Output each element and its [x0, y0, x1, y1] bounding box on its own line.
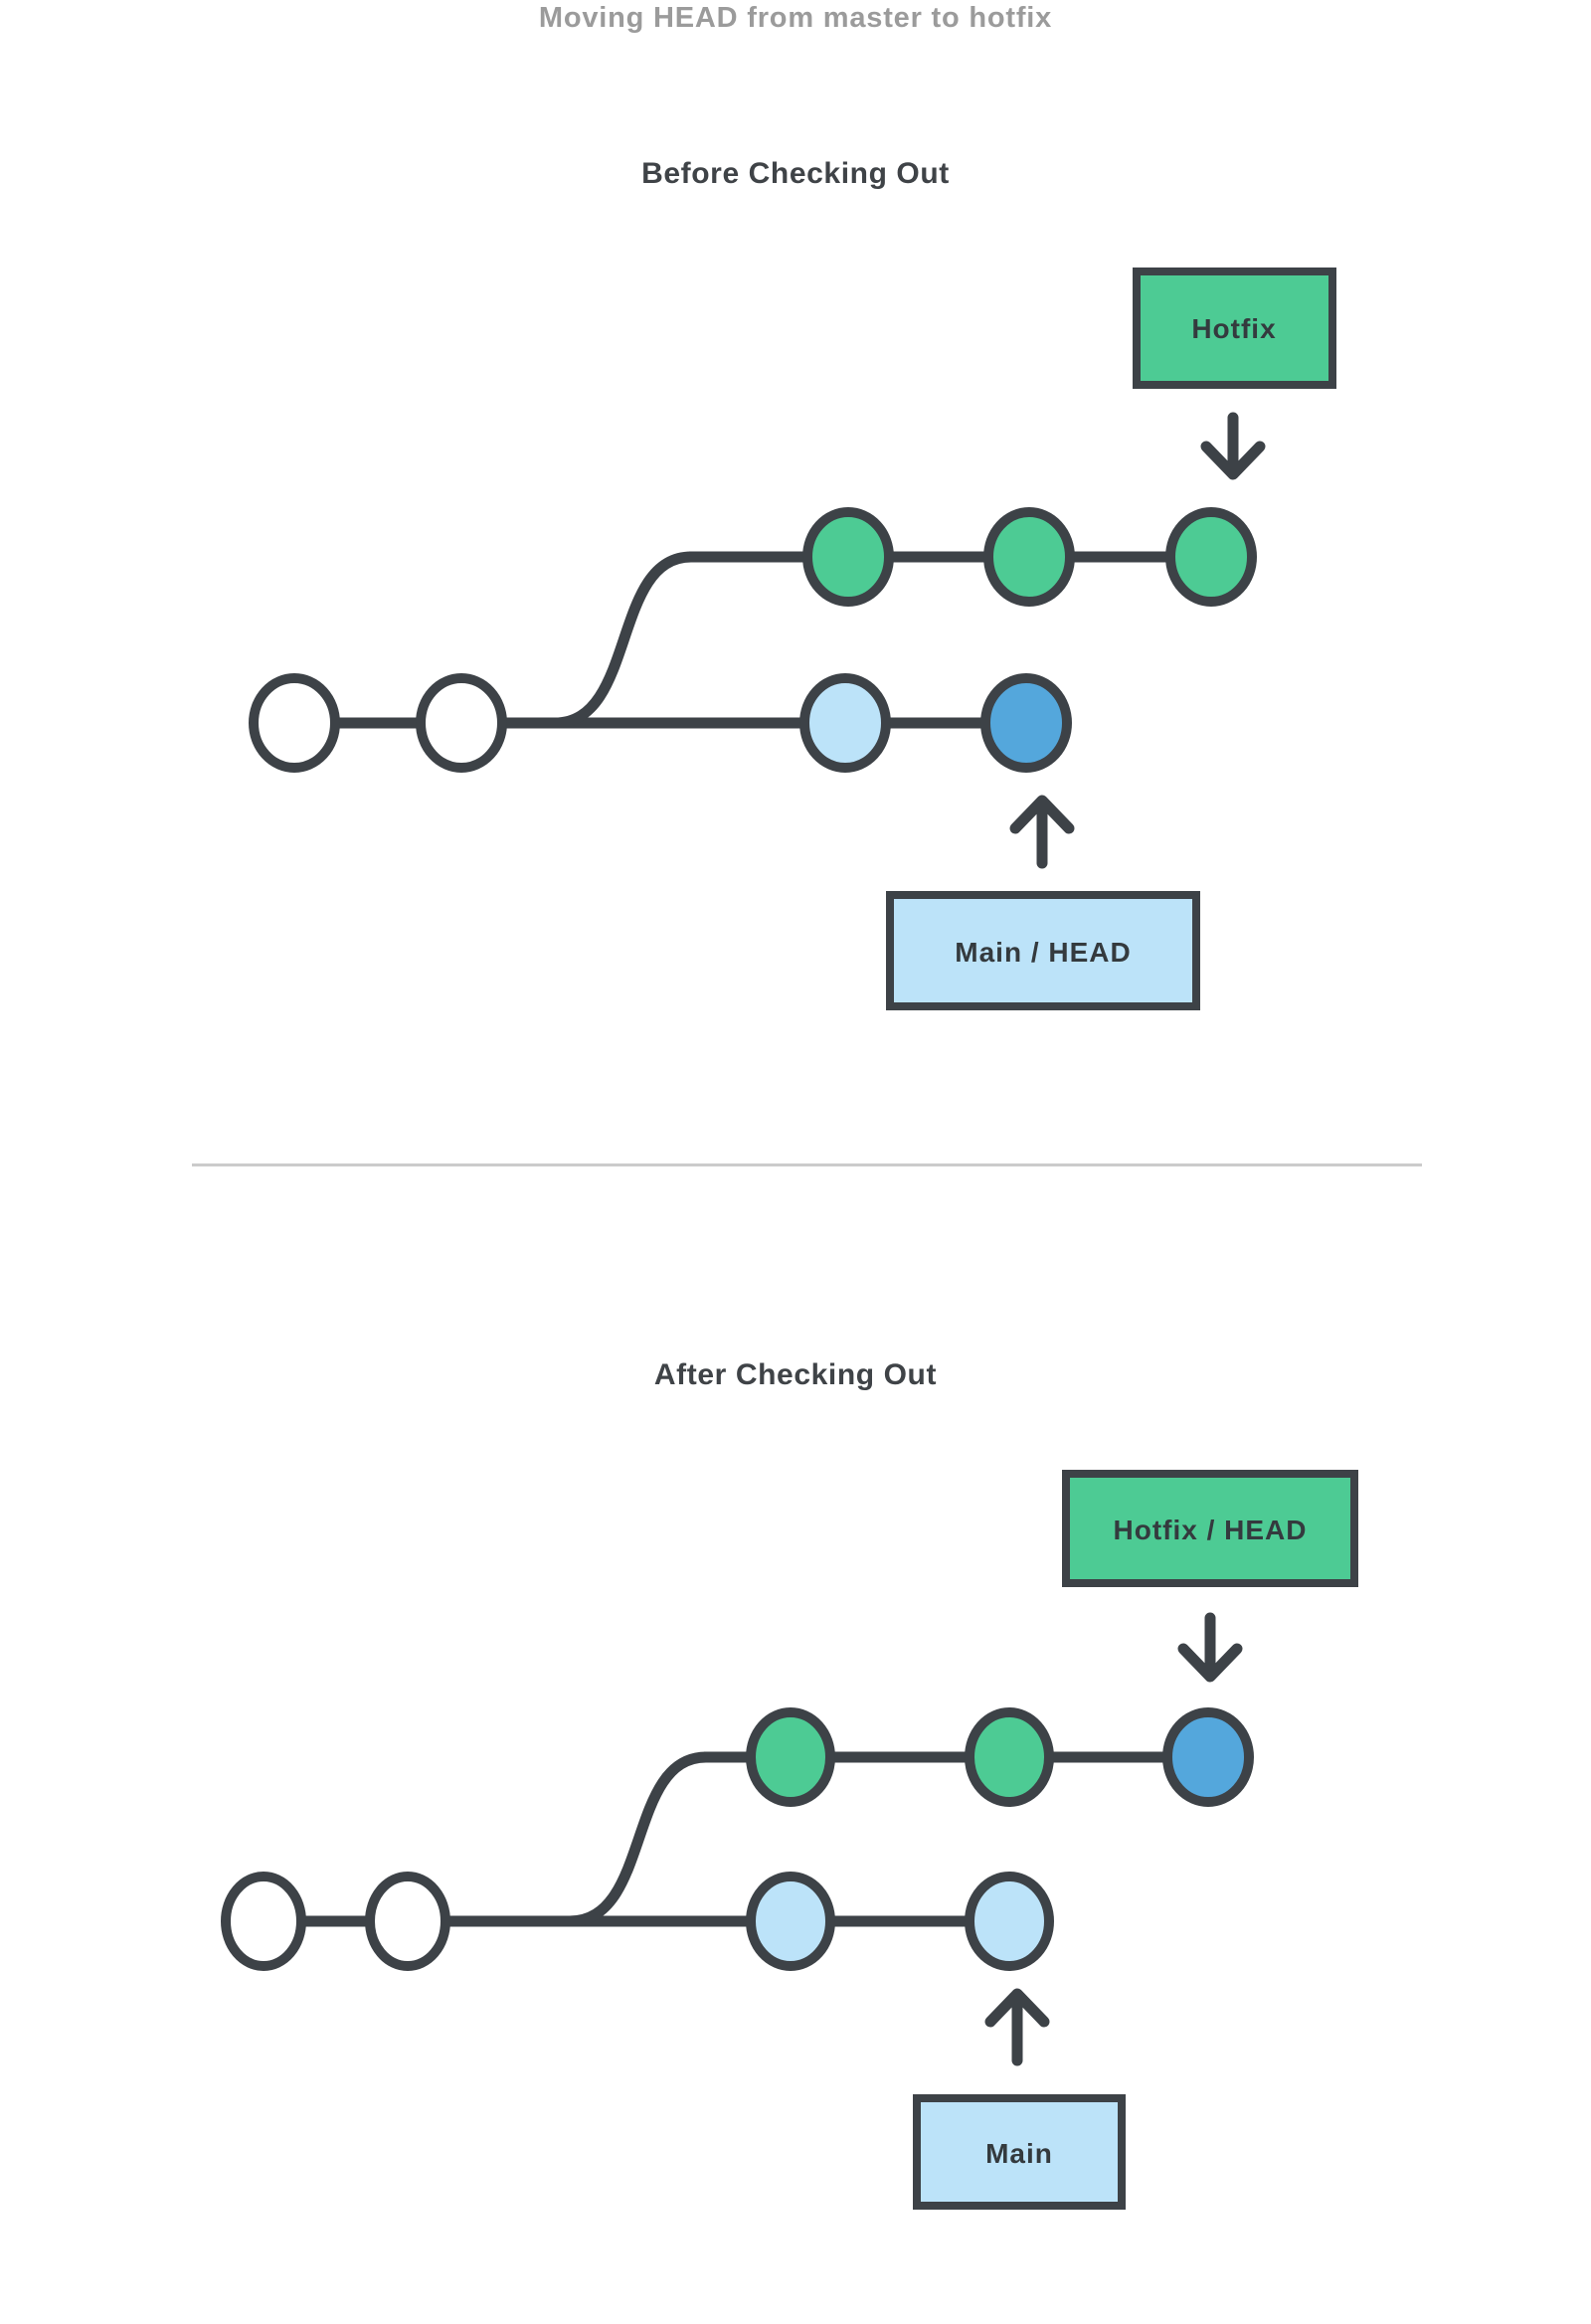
commit-node-main-lightblue-2 — [965, 1872, 1054, 1971]
commit-node-hotfix-1 — [802, 507, 894, 607]
main-head-label-box — [886, 891, 1200, 1010]
commit-node-hotfix-2 — [965, 1707, 1054, 1807]
main-head-label-text: Main / HEAD — [955, 937, 1131, 968]
commit-node-hotfix-tip — [1165, 507, 1257, 607]
after-heading: After Checking Out — [653, 1358, 938, 1391]
up-arrow-icon — [1009, 795, 1075, 869]
commit-node-white-1 — [249, 673, 340, 773]
commit-node-white-1 — [221, 1872, 306, 1971]
commit-node-hotfix-2 — [983, 507, 1075, 607]
before-diagram: Hotfix Main / HEAD — [249, 268, 1336, 1010]
down-arrow-icon — [1177, 1612, 1243, 1683]
commit-node-main-lightblue-1 — [746, 1872, 835, 1971]
commit-node-hotfix-head-blue — [1162, 1707, 1254, 1807]
after-branch-curve — [569, 1751, 707, 1927]
commit-node-main-head-blue — [980, 673, 1072, 773]
down-arrow-icon — [1200, 412, 1266, 480]
commit-node-white-2 — [365, 1872, 450, 1971]
main-label-box — [913, 2094, 1126, 2210]
page-title: Moving HEAD from master to hotfix — [538, 2, 1053, 34]
hotfix-head-label-box — [1062, 1470, 1358, 1587]
before-branch-curve — [554, 551, 692, 729]
hotfix-label-box — [1133, 268, 1336, 389]
main-label-text: Main — [985, 2138, 1053, 2169]
commit-node-main-lightblue — [799, 673, 891, 773]
commit-node-white-2 — [416, 673, 507, 773]
up-arrow-icon — [984, 1988, 1050, 2066]
after-diagram: Hotfix / HEAD Main — [221, 1470, 1358, 2210]
hotfix-label-text: Hotfix — [1191, 313, 1276, 344]
section-divider — [192, 1163, 1422, 1166]
commit-node-hotfix-1 — [746, 1707, 835, 1807]
hotfix-head-label-text: Hotfix / HEAD — [1114, 1515, 1308, 1545]
before-heading: Before Checking Out — [641, 157, 950, 190]
